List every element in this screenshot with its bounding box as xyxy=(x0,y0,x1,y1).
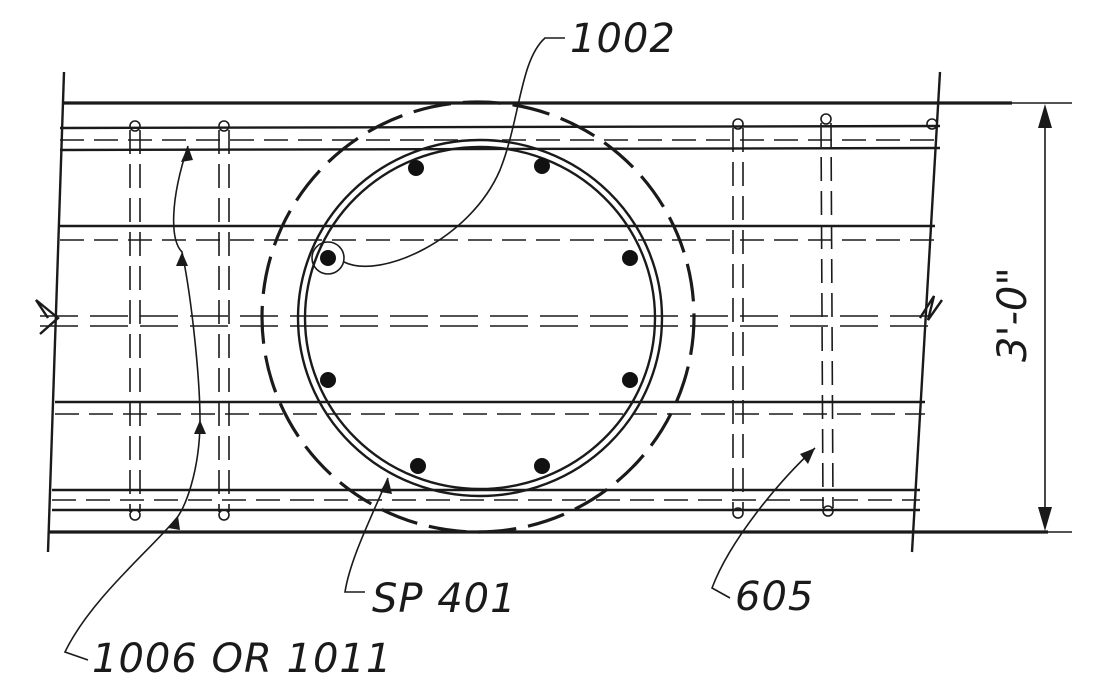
right-break-symbol xyxy=(918,295,943,321)
dimension-arrow-bottom xyxy=(1038,507,1052,531)
slab-left-edge xyxy=(46,71,66,553)
leader-lines xyxy=(63,37,816,661)
bar-highlight-ring xyxy=(311,241,345,275)
stirrups xyxy=(129,113,938,521)
pile-bar xyxy=(534,458,550,474)
arrowhead xyxy=(181,146,193,162)
height-dimension: 3'-0" xyxy=(946,102,1072,533)
callout-sp401: SP 401 xyxy=(372,576,517,622)
stirrup-4 xyxy=(820,113,834,517)
outer-pile-circle-dashed xyxy=(260,100,696,534)
stirrup-leg xyxy=(820,122,824,509)
stirrup-hook-bottom xyxy=(218,509,230,521)
break-lines xyxy=(35,295,943,335)
pile-bar xyxy=(622,372,638,388)
height-dimension-label: 3'-0" xyxy=(990,267,1036,362)
stirrup-hook-top xyxy=(218,120,230,132)
stirrup-hook-bottom xyxy=(732,507,744,519)
spiral-outer-ring xyxy=(296,138,664,498)
spiral-inner-ring xyxy=(303,145,657,491)
pile-bar xyxy=(410,458,426,474)
stirrup-hook-bottom xyxy=(129,509,141,521)
pile-bar xyxy=(320,250,336,266)
pile-bar xyxy=(408,160,424,176)
stirrup-hook-top xyxy=(820,113,832,125)
slab-right-edge xyxy=(910,71,942,553)
arrowhead xyxy=(176,252,188,266)
dimension-arrow-top xyxy=(1038,104,1052,128)
callout-605: 605 xyxy=(735,574,814,620)
edge-hook xyxy=(926,118,938,130)
pile-bar xyxy=(320,372,336,388)
stirrup-hook-top xyxy=(732,118,744,130)
leader-1002 xyxy=(343,37,565,267)
leader-sp401 xyxy=(344,477,389,593)
pile-bars xyxy=(311,158,638,474)
pile-bar xyxy=(534,158,550,174)
stirrup-3 xyxy=(732,118,744,519)
stirrup-hook-bottom xyxy=(822,505,834,517)
pile-section xyxy=(260,100,696,534)
stirrup-hook-top xyxy=(129,120,141,132)
arrowhead xyxy=(380,478,392,494)
left-break-symbol xyxy=(35,299,60,335)
leader-605 xyxy=(711,447,816,599)
arrowhead xyxy=(168,516,180,530)
arrowhead xyxy=(800,448,815,464)
stirrup-leg xyxy=(830,122,834,509)
arrowhead xyxy=(194,420,206,434)
stirrup-1 xyxy=(129,120,141,521)
callout-1006-or-1011: 1006 OR 1011 xyxy=(92,636,392,682)
top-bar-line xyxy=(59,124,941,130)
pile-bar xyxy=(622,250,638,266)
slab-outline xyxy=(46,71,1048,553)
stirrup-2 xyxy=(218,120,230,521)
callout-1002: 1002 xyxy=(570,16,676,62)
